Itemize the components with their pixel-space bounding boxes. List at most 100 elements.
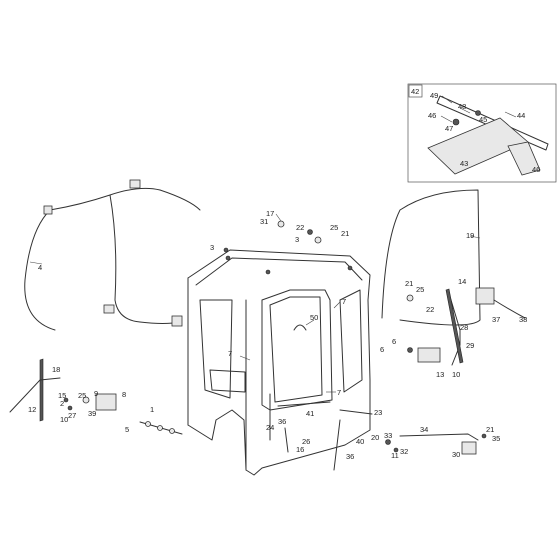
callout-21c: 21 [486,425,494,434]
spindle [82,396,90,404]
harness-connector [103,304,115,314]
bracket [284,427,289,453]
callout-36a: 36 [278,417,286,426]
nut [407,347,413,353]
callout-35: 35 [492,434,500,443]
washer [314,236,322,244]
nut [307,229,313,235]
callout-28: 28 [460,323,468,332]
harness-connector [43,205,53,215]
callout-26: 26 [302,437,310,446]
inset-frame [407,83,557,183]
callout-41: 41 [306,409,314,418]
visor-screw [475,110,481,116]
callout-32: 32 [400,447,408,456]
callout-25a: 25 [330,223,338,232]
callout-49: 49 [430,91,438,100]
nut [67,405,73,411]
callout-7b: 7 [228,349,232,358]
harness-top [49,187,161,211]
roof-grommet [225,255,231,261]
harness-left-loop [24,209,56,331]
harness-connector [171,315,183,327]
callout-33: 33 [384,431,392,440]
callout-37: 37 [492,315,500,324]
callout-14: 14 [458,277,466,286]
cab-lower-panel [209,369,246,393]
callout-40: 40 [356,437,364,446]
front-wiper-arm [9,377,61,413]
door-strip [339,409,373,415]
callout-38: 38 [519,315,527,324]
cab-outline [187,249,371,476]
callout-3b: 3 [210,243,214,252]
callout-36b: 36 [346,452,354,461]
washer-reservoir [475,287,495,305]
callout-1: 1 [150,405,154,414]
callout-3a: 3 [295,235,299,244]
callout-23: 23 [374,408,382,417]
rear-window-frame [381,189,481,326]
callout-47: 47 [445,124,453,133]
callout-34: 34 [420,425,428,434]
callout-10b: 10 [60,415,68,424]
callout-27: 27 [68,411,76,420]
callout-6: 6 [392,337,396,346]
washer [169,428,175,434]
rear-wiper-arm [447,289,461,366]
inset-label-box [408,84,423,98]
callout-50: 50 [310,313,318,322]
callout-44: 44 [517,111,525,120]
callout-12: 12 [28,405,36,414]
callout-5: 5 [125,425,129,434]
callout-46b: 46 [532,165,540,174]
washer-pump [461,441,477,455]
callout-18: 18 [52,365,60,374]
cab-rear-pillar [339,289,363,393]
callout-6b: 6 [380,345,384,354]
callout-30: 30 [452,450,460,459]
callout-43: 43 [460,159,468,168]
callout-24: 24 [266,423,274,432]
callout-13: 13 [436,370,444,379]
screw [385,439,391,445]
cab-frame [187,249,371,476]
callout-16: 16 [296,445,304,454]
harness-end [159,189,201,211]
callout-8: 8 [122,390,126,399]
door-handle [293,324,307,331]
callout-31: 31 [260,217,268,226]
washer-pipe [399,433,479,441]
callout-17: 17 [266,209,274,218]
nut [481,433,487,439]
washer [393,447,399,453]
callout-22a: 22 [296,223,304,232]
cab-door-inner [269,296,323,403]
washer [157,425,163,431]
callout-7c: 7 [337,388,341,397]
callout-7a: 7 [342,297,346,306]
callout-29: 29 [466,341,474,350]
interior-lamp [277,220,285,228]
callout-21b: 21 [405,279,413,288]
inset-sun-visor-assembly: 42 49 48 44 46 45 47 43 46 [407,83,557,183]
rear-wiper-blade [445,288,464,364]
callout-25b: 25 [416,285,424,294]
cab-door-opening [261,289,333,411]
callout-25c: 25 [78,391,86,400]
callout-48: 48 [458,102,466,111]
washer [145,421,151,427]
callout-45: 45 [479,115,487,124]
cab-pillars [187,277,247,471]
callout-11: 11 [391,451,399,460]
callout-4: 4 [38,263,42,272]
rear-wiper-motor [417,347,441,363]
wiring-harness: 4 [24,179,201,331]
callout-21a: 21 [341,229,349,238]
door-seal-bottom [277,401,331,407]
callout-22b: 22 [426,305,434,314]
visor-clip [452,118,460,126]
callout-39: 39 [88,409,96,418]
visor-end-cap [507,141,541,176]
